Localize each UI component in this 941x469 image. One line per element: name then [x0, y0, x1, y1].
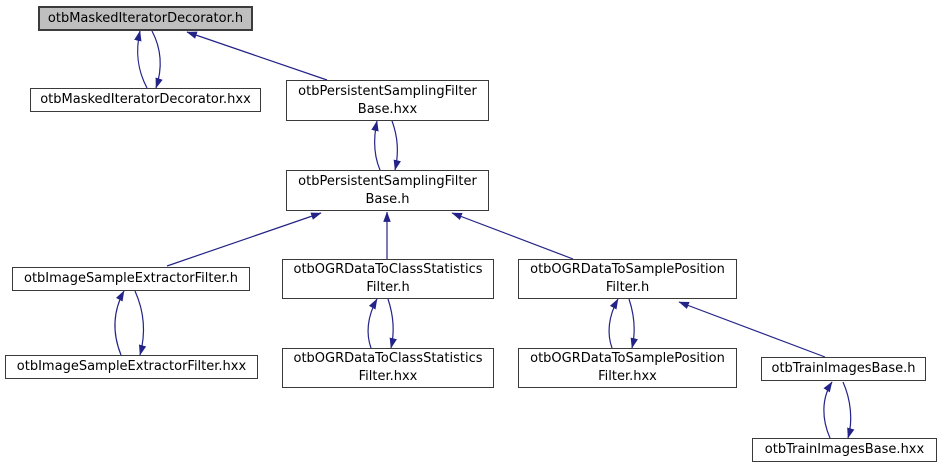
- node-otbMaskedIteratorDecorator-h[interactable]: otbMaskedIteratorDecorator.h: [38, 6, 253, 31]
- node-otbPersistentSamplingFilterBase-h[interactable]: otbPersistentSamplingFilter Base.h: [286, 170, 489, 211]
- edge-psfhxx-to-psfh: [391, 120, 401, 171]
- node-label: otbPersistentSamplingFilter: [298, 83, 477, 99]
- node-label: otbMaskedIteratorDecorator.h: [47, 10, 244, 26]
- node-label: otbOGRDataToClassStatistics: [293, 351, 483, 366]
- edge-maskedhxx-to-maskedh: [134, 30, 148, 89]
- node-label: otbTrainImagesBase.hxx: [764, 442, 925, 457]
- node-otbOGRDataToClassStatisticsFilter-h[interactable]: otbOGRDataToClassStatistics Filter.h: [282, 259, 494, 299]
- node-label: otbImageSampleExtractorFilter.h: [24, 271, 238, 286]
- node-label: Base.hxx: [357, 101, 418, 117]
- node-label: otbOGRDataToSamplePosition: [530, 351, 725, 366]
- node-otbOGRDataToClassStatisticsFilter-hxx[interactable]: otbOGRDataToClassStatistics Filter.hxx: [282, 348, 494, 388]
- node-otbTrainImagesBase-hxx[interactable]: otbTrainImagesBase.hxx: [752, 438, 937, 462]
- edge-tibhxx-to-tibh: [823, 381, 833, 439]
- node-otbImageSampleExtractorFilter-h[interactable]: otbImageSampleExtractorFilter.h: [12, 267, 250, 291]
- node-label: otbMaskedIteratorDecorator.hxx: [40, 92, 251, 107]
- node-label: otbPersistentSamplingFilter: [298, 173, 477, 189]
- edge-tibh-to-tibhxx: [842, 381, 855, 439]
- node-label: Base.h: [365, 191, 410, 207]
- node-label: otbOGRDataToSamplePosition: [530, 262, 725, 277]
- edge-ogrsphxx-to-ogrsph: [608, 298, 619, 349]
- node-otbOGRDataToSamplePositionFilter-hxx[interactable]: otbOGRDataToSamplePosition Filter.hxx: [518, 348, 737, 388]
- node-otbTrainImagesBase-h[interactable]: otbTrainImagesBase.h: [761, 357, 926, 381]
- edge-ogrcshxx-to-ogrcsh: [367, 298, 378, 349]
- node-label: Filter.hxx: [598, 369, 657, 384]
- node-label: otbTrainImagesBase.h: [771, 361, 916, 376]
- edge-ogrsph-to-ogrsphxx: [628, 298, 638, 349]
- edge-ogrsph-to-psfh: [451, 212, 574, 260]
- node-otbMaskedIteratorDecorator-hxx[interactable]: otbMaskedIteratorDecorator.hxx: [30, 88, 261, 112]
- edge-psfh-to-psfhxx: [371, 120, 381, 171]
- node-label: Filter.h: [605, 280, 650, 295]
- node-otbPersistentSamplingFilterBase-hxx[interactable]: otbPersistentSamplingFilter Base.hxx: [286, 80, 489, 121]
- node-label: Filter.hxx: [358, 369, 418, 384]
- edge-psfhxx-to-maskedh: [186, 31, 328, 81]
- edge-ogrcsh-to-ogrcshxx: [387, 298, 397, 349]
- node-otbImageSampleExtractorFilter-hxx[interactable]: otbImageSampleExtractorFilter.hxx: [5, 355, 258, 379]
- edge-isehxx-to-iseh: [114, 290, 125, 356]
- node-label: otbImageSampleExtractorFilter.hxx: [16, 359, 247, 374]
- node-label: otbOGRDataToClassStatistics: [293, 262, 483, 277]
- node-label: Filter.h: [366, 280, 410, 295]
- edge-maskedh-to-maskedhxx: [151, 30, 163, 89]
- edge-iseh-to-isehxx: [134, 290, 147, 356]
- node-otbOGRDataToSamplePositionFilter-h[interactable]: otbOGRDataToSamplePosition Filter.h: [518, 259, 737, 299]
